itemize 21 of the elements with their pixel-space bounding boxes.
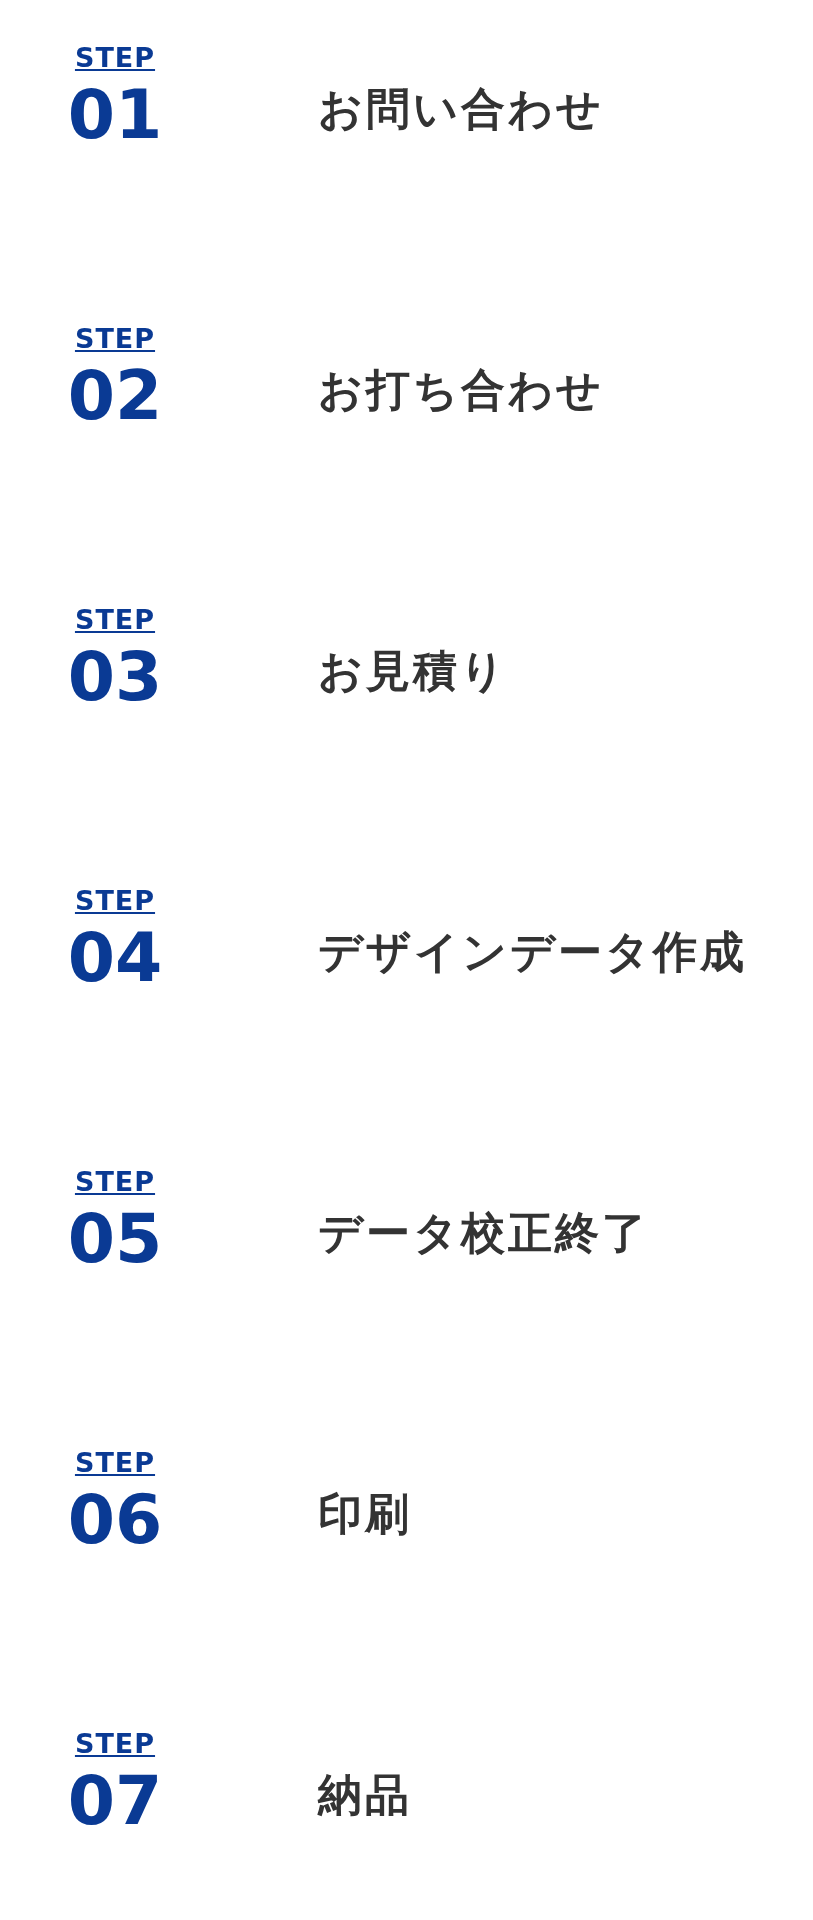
step-number: 01 [66,78,164,153]
step-number: 04 [66,921,164,996]
step-title: お打ち合わせ [318,363,604,417]
step-title: 納品 [318,1768,412,1822]
step-label: STEP [73,604,157,635]
step-label: STEP [73,885,157,916]
step-title: お問い合わせ [318,82,604,136]
step-title: お見積り [318,644,508,698]
step-number: 05 [66,1202,164,1277]
step-title: 印刷 [318,1487,412,1541]
step-number: 06 [66,1483,164,1558]
step-number: 02 [66,359,164,434]
step-label: STEP [73,42,157,73]
step-number: 07 [66,1764,164,1839]
step-number: 03 [66,640,164,715]
step-title: デザインデータ作成 [318,925,747,979]
step-title: データ校正終了 [318,1206,649,1260]
step-label: STEP [73,1166,157,1197]
step-label: STEP [73,1728,157,1759]
step-label: STEP [73,1447,157,1478]
step-label: STEP [73,323,157,354]
